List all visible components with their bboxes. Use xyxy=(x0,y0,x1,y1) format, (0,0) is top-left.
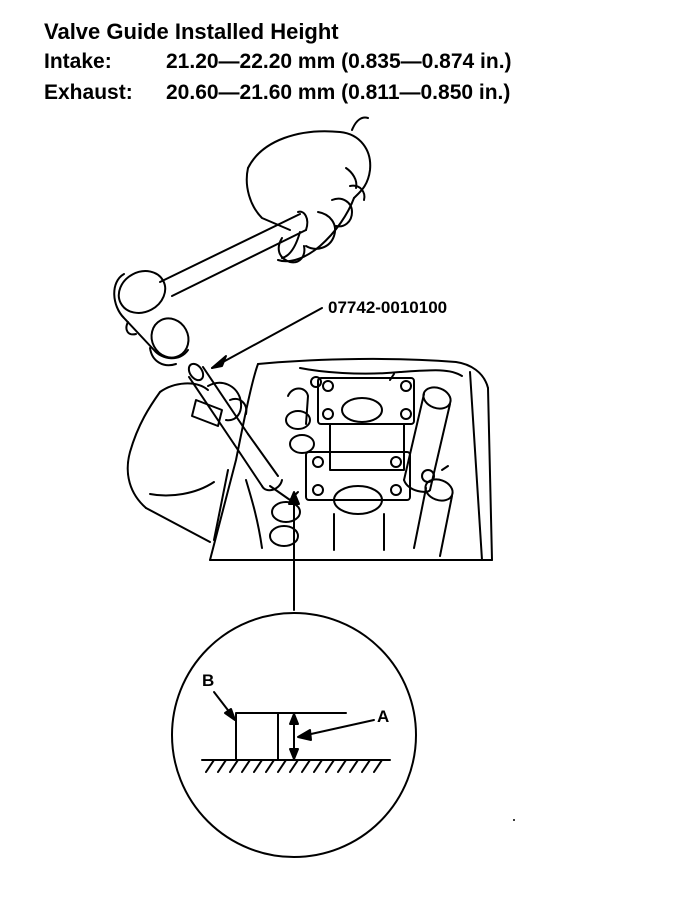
speck xyxy=(513,819,515,821)
page-title: Valve Guide Installed Height xyxy=(44,19,339,44)
exhaust-label: Exhaust: xyxy=(44,81,133,104)
tool-leader-line xyxy=(211,307,323,369)
exhaust-value: 20.60—21.60 mm (0.811—0.850 in.) xyxy=(166,81,511,104)
callout-b-label: B xyxy=(202,671,215,690)
detail-leader-line xyxy=(288,491,300,611)
intake-value: 21.20—22.20 mm (0.835—0.874 in.) xyxy=(166,50,512,73)
magnifier-circle-icon xyxy=(171,612,417,858)
callout-a-label: A xyxy=(377,707,390,726)
upper-hand-icon xyxy=(245,116,372,264)
hammer-icon xyxy=(113,210,309,367)
intake-label: Intake: xyxy=(44,50,112,73)
cylinder-head-icon xyxy=(209,357,493,561)
tool-number-label: 07742-0010100 xyxy=(328,298,448,317)
